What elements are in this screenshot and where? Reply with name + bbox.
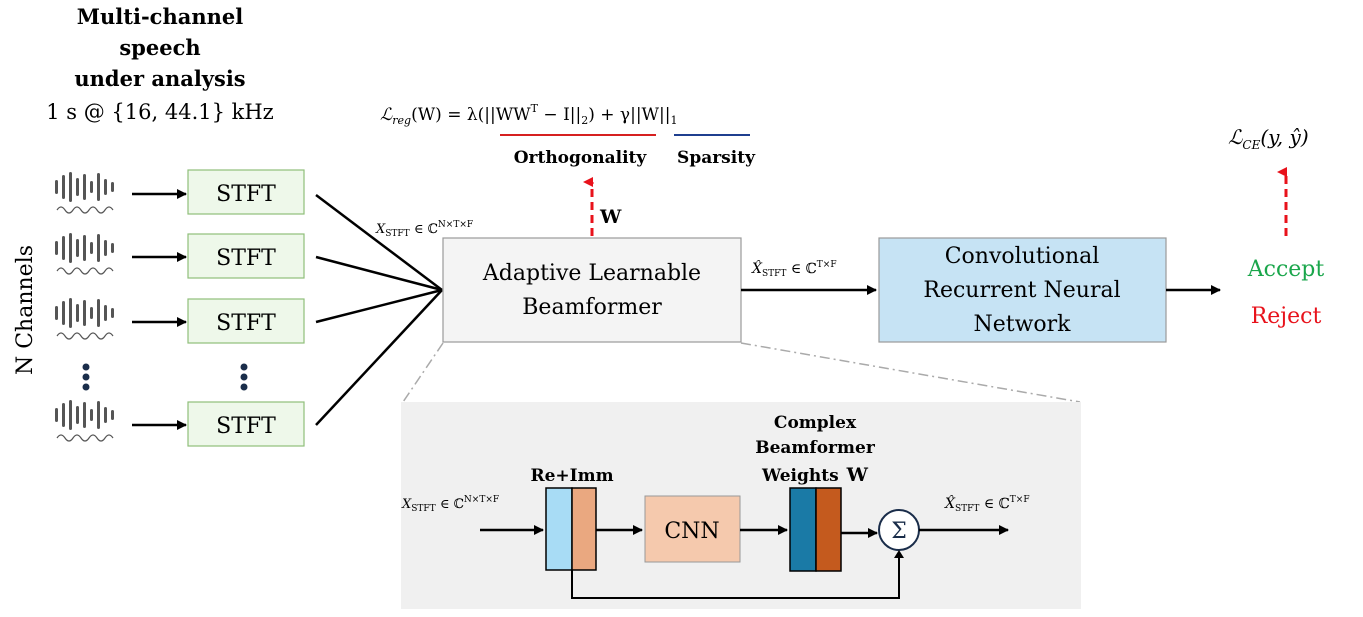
beamformer-line1: Adaptive Learnable (482, 261, 701, 286)
ce-loss-formula: ℒCE(y, ŷ) (1228, 125, 1309, 152)
crnn-block: Convolutional Recurrent Neural Network (878, 237, 1167, 343)
weights-real-block (789, 487, 817, 572)
accept-label: Accept (1247, 257, 1325, 282)
weights-line1: Complex (774, 413, 857, 433)
reg-loss-formula: ℒreg(W) = λ(||WWT − I||2) + γ||W||1 (380, 102, 677, 127)
waveform-icon (54, 399, 115, 442)
stft-label: STFT (216, 311, 276, 336)
reject-label: Reject (1251, 304, 1322, 329)
stft-block: STFT (187, 298, 305, 344)
stft-label: STFT (216, 246, 276, 271)
stft-label: STFT (216, 182, 276, 207)
cnn-block (644, 495, 741, 563)
input-title-line3: under analysis (74, 66, 245, 91)
vertical-ellipsis-icon (82, 363, 90, 391)
stft-label: STFT (216, 414, 276, 439)
crnn-line3: Network (973, 312, 1071, 337)
imag-part-block (571, 487, 597, 571)
waveform-icon (54, 232, 115, 275)
waveform-icon (54, 171, 115, 214)
summation-icon: Σ (878, 509, 920, 551)
summation-symbol: Σ (891, 519, 907, 544)
input-title-line1: Multi-channel (77, 4, 243, 29)
vertical-ellipsis-icon (240, 363, 248, 391)
waveform-icon (54, 297, 115, 340)
sparsity-label: Sparsity (677, 148, 756, 168)
orthogonality-label: Orthogonality (514, 148, 648, 168)
weights-arrow-label: W (599, 206, 622, 228)
skip-connection (571, 553, 900, 599)
stft-block: STFT (187, 401, 305, 447)
stft-block: STFT (187, 233, 305, 279)
detail-x-hat-label: X̂STFT ∈ ℂT×F (944, 494, 1030, 514)
beamformer-detail-panel: XSTFT ∈ ℂN×T×F Re+Imm CNN Complex Beamfo… (401, 402, 1081, 609)
converging-lines (315, 194, 443, 426)
channels-label: N Channels (13, 245, 38, 375)
x-hat-stft-label: X̂STFT ∈ ℂT×F (751, 259, 837, 279)
real-part-block (545, 487, 573, 571)
weights-imag-block (815, 487, 842, 572)
weights-line2: Beamformer (755, 438, 876, 458)
beamformer-block: Adaptive Learnable Beamformer (442, 237, 742, 343)
zoom-line-left (402, 342, 444, 403)
detail-x-stft-label: XSTFT ∈ ℂN×T×F (401, 495, 499, 514)
input-title-line4: 1 s @ {16, 44.1} kHz (46, 100, 274, 124)
cnn-label: CNN (664, 519, 719, 544)
x-stft-label: XSTFT ∈ ℂN×T×F (375, 220, 473, 239)
crnn-line1: Convolutional (945, 244, 1100, 269)
skip-arrowhead (894, 550, 904, 558)
beamformer-line2: Beamformer (522, 295, 662, 320)
stft-block: STFT (187, 169, 305, 215)
crnn-line2: Recurrent Neural (923, 278, 1120, 303)
input-title-line2: speech (119, 35, 200, 60)
reimm-label: Re+Imm (530, 466, 613, 486)
zoom-line-right (740, 342, 1081, 403)
